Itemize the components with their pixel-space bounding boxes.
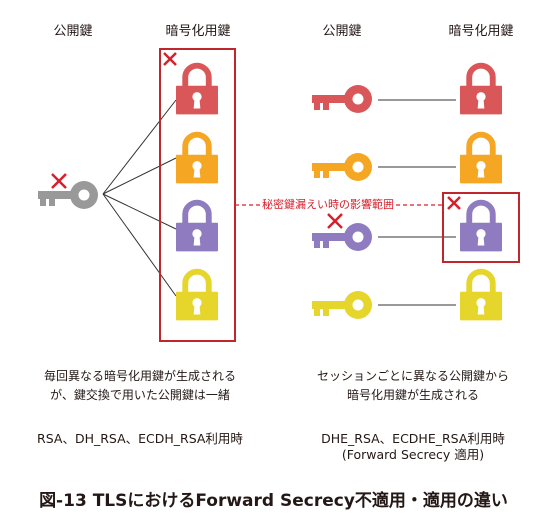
left-impact-highlight-box (159, 48, 236, 342)
right-encryption-key-header: 暗号化用鍵 (448, 24, 514, 39)
right-orange-padlock-icon (460, 135, 502, 184)
left-connector-lines (102, 99, 177, 297)
leak-range-label: 秘密鍵漏えい時の影響範囲 (260, 196, 396, 212)
right-public-key-cross-mark-icon (327, 213, 343, 229)
right-red-public-key-icon (312, 85, 372, 113)
left-encryption-key-header: 暗号化用鍵 (165, 24, 231, 39)
left-red-padlock-icon (176, 66, 218, 115)
left-description-line-2: が、鍵交換で用いた公開鍵は一緒 (50, 388, 230, 402)
left-public-key-header: 公開鍵 (53, 24, 93, 39)
right-description-line-1: セッションごとに異なる公開鍵から (316, 369, 509, 383)
left-purple-padlock-icon (176, 203, 218, 252)
right-public-key-header: 公開鍵 (322, 24, 362, 39)
left-impact-cross-mark-icon (163, 52, 177, 66)
right-yellow-public-key-icon (312, 291, 372, 319)
right-impact-highlight-box (442, 192, 520, 263)
right-cipher-suites: DHE_RSA、ECDHE_RSA利用時 (Forward Secrecy 適用… (293, 431, 533, 463)
right-red-padlock-icon (460, 66, 502, 115)
left-orange-padlock-icon (176, 135, 218, 184)
right-description-line-2: 暗号化用鍵が生成される (346, 388, 479, 402)
figure-caption: 図-13 TLSにおけるForward Secrecy不適用・適用の違い (39, 491, 508, 511)
left-public-key-cross-mark-icon (51, 173, 67, 189)
right-cipher-suites-line-1: DHE_RSA、ECDHE_RSA利用時 (321, 431, 505, 446)
right-orange-public-key-icon (312, 153, 372, 181)
left-cipher-suites: RSA、DH_RSA、ECDH_RSA利用時 (37, 431, 243, 446)
right-cipher-suites-line-2: (Forward Secrecy 適用) (341, 447, 485, 462)
right-impact-cross-mark-icon (447, 196, 461, 210)
left-description: 毎回異なる暗号化用鍵が生成される が、鍵交換で用いた公開鍵は一緒 (20, 367, 260, 405)
right-description: セッションごとに異なる公開鍵から 暗号化用鍵が生成される (293, 367, 533, 405)
left-description-line-1: 毎回異なる暗号化用鍵が生成される (43, 369, 236, 383)
right-purple-padlock-icon (460, 203, 502, 252)
left-yellow-padlock-icon (176, 272, 218, 321)
left-public-key-icon (38, 181, 98, 209)
right-yellow-padlock-icon (460, 272, 502, 321)
